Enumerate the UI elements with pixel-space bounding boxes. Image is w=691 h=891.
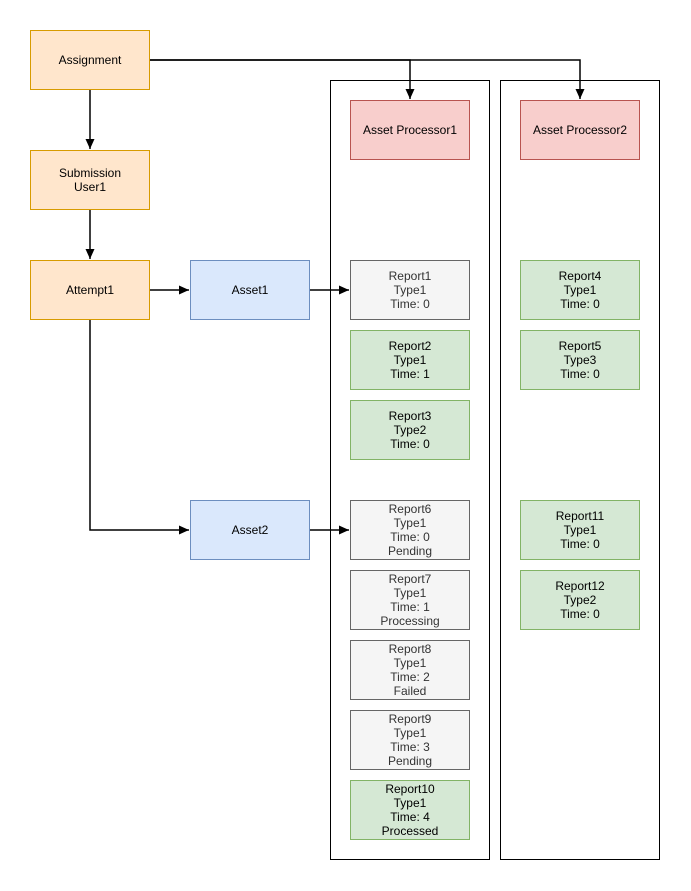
report-name: Report2 [388,339,432,353]
node-report5: Report5 Type3 Time: 0 [520,330,640,390]
node-asset2: Asset2 [190,500,310,560]
report-status: Processing [380,614,440,628]
node-report10: Report10 Type1 Time: 4 Processed [350,780,470,840]
report-time: Time: 0 [560,537,600,551]
report-type: Type1 [393,726,427,740]
report-name: Report9 [388,712,432,726]
node-attempt1: Attempt1 [30,260,150,320]
report-name: Report8 [388,642,432,656]
node-report2: Report2 Type1 Time: 1 [350,330,470,390]
node-submission-user1: Submission User1 [30,150,150,210]
report-time: Time: 2 [390,670,430,684]
report-name: Report11 [555,509,605,523]
node-label: Submission [58,166,122,180]
edge-attempt1-to-asset2 [89,320,189,535]
node-report1: Report1 Type1 Time: 0 [350,260,470,320]
report-name: Report10 [385,782,435,796]
processor2-container [500,80,660,860]
node-report11: Report11 Type1 Time: 0 [520,500,640,560]
report-time: Time: 1 [390,367,430,381]
report-name: Report4 [558,269,602,283]
node-asset1: Asset1 [190,260,310,320]
report-time: Time: 1 [390,600,430,614]
report-type: Type1 [393,283,427,297]
report-name: Report5 [558,339,602,353]
node-label: User1 [73,180,106,194]
node-report6: Report6 Type1 Time: 0 Pending [350,500,470,560]
node-label: Assignment [58,53,122,67]
node-asset-processor2: Asset Processor2 [520,100,640,160]
report-type: Type3 [563,353,597,367]
report-type: Type1 [393,586,427,600]
report-time: Time: 0 [390,530,430,544]
report-type: Type1 [563,523,597,537]
report-name: Report1 [388,269,432,283]
report-type: Type2 [393,423,427,437]
node-label: Attempt1 [65,283,115,297]
report-status: Pending [387,754,433,768]
report-time: Time: 0 [390,297,430,311]
report-time: Time: 0 [560,367,600,381]
report-type: Type1 [563,283,597,297]
node-label: Asset Processor1 [362,123,458,137]
report-type: Type2 [563,593,597,607]
node-report4: Report4 Type1 Time: 0 [520,260,640,320]
report-name: Report6 [388,502,432,516]
node-label: Asset2 [231,523,269,537]
node-report9: Report9 Type1 Time: 3 Pending [350,710,470,770]
node-report3: Report3 Type2 Time: 0 [350,400,470,460]
report-type: Type1 [393,516,427,530]
report-time: Time: 4 [390,810,430,824]
report-time: Time: 0 [560,607,600,621]
report-status: Pending [387,544,433,558]
report-time: Time: 0 [560,297,600,311]
report-status: Processed [381,824,439,838]
report-time: Time: 3 [390,740,430,754]
node-label: Asset Processor2 [532,123,628,137]
node-assignment: Assignment [30,30,150,90]
node-report12: Report12 Type2 Time: 0 [520,570,640,630]
node-report7: Report7 Type1 Time: 1 Processing [350,570,470,630]
report-type: Type1 [393,796,427,810]
report-time: Time: 0 [390,437,430,451]
report-status: Failed [393,684,427,698]
node-asset-processor1: Asset Processor1 [350,100,470,160]
report-type: Type1 [393,353,427,367]
node-label: Asset1 [231,283,269,297]
report-type: Type1 [393,656,427,670]
report-name: Report12 [555,579,605,593]
report-name: Report7 [388,572,432,586]
node-report8: Report8 Type1 Time: 2 Failed [350,640,470,700]
report-name: Report3 [388,409,432,423]
